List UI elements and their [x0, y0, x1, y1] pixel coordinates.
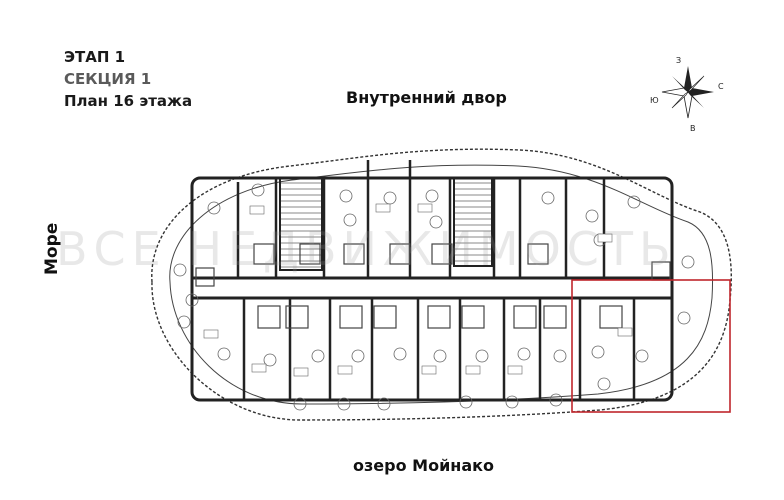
- highlighted-apartment: [571, 279, 731, 413]
- room-markers: [173, 183, 695, 411]
- compass-south-letter: В: [690, 124, 696, 133]
- building-walls: [190, 176, 674, 402]
- compass-rose-icon: [661, 66, 714, 119]
- plan-title-block: ЭТАП 1 СЕКЦИЯ 1 План 16 этажа: [64, 46, 192, 112]
- stair-core-right: [453, 177, 493, 267]
- stair-core-left: [279, 177, 323, 271]
- terrace-outline: [151, 148, 732, 421]
- compass-north-letter: З: [676, 56, 682, 65]
- compass-east-letter: С: [718, 82, 724, 91]
- bathroom-fixtures: [195, 243, 671, 329]
- apartment-tags: [203, 203, 633, 377]
- stage-title: ЭТАП 1: [64, 48, 126, 66]
- floor-plan-title: План 16 этажа: [64, 92, 193, 110]
- section-title: СЕКЦИЯ 1: [64, 70, 152, 88]
- lower-partitions: [242, 298, 636, 400]
- compass-west-letter: Ю: [650, 96, 659, 105]
- courtyard-label: Внутренний двор: [346, 88, 507, 107]
- lake-label: озеро Мойнако: [353, 456, 494, 475]
